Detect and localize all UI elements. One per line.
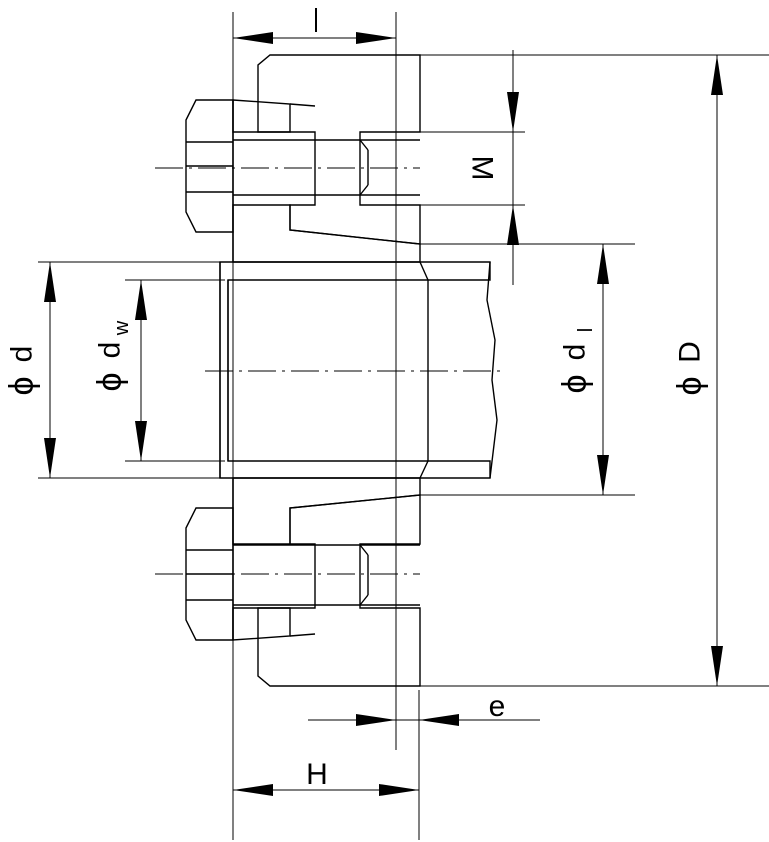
- dim-H: H: [233, 758, 419, 796]
- label-D: D: [674, 341, 707, 363]
- label-e: e: [489, 690, 506, 723]
- label-phi-d: ϕ: [3, 376, 41, 395]
- dim-D: ϕ D: [671, 55, 723, 686]
- label-dw-sub: w: [111, 320, 133, 336]
- label-d: d: [6, 346, 39, 363]
- label-H: H: [306, 758, 328, 791]
- label-phi-d1: ϕ: [556, 374, 594, 393]
- dim-d1: ϕ d l: [556, 244, 609, 495]
- label-phi-dw: ϕ: [91, 372, 129, 391]
- dim-l: [233, 8, 396, 44]
- inner-ring-lower: [232, 477, 421, 641]
- dim-e: e: [308, 690, 540, 726]
- dim-dw: ϕ d w: [91, 280, 147, 461]
- label-M: M: [466, 156, 499, 181]
- bolt-upper: [155, 99, 420, 233]
- label-phi-D: ϕ: [671, 376, 709, 395]
- dim-d: ϕ d: [3, 262, 56, 478]
- outer-ring-lower: [257, 494, 421, 687]
- hollow-shaft: [219, 261, 498, 479]
- dim-M: M: [466, 50, 519, 285]
- bolt-lower: [155, 507, 420, 641]
- inner-ring-upper: [232, 99, 421, 263]
- extension-lines: [38, 12, 769, 840]
- label-d1-sub: l: [575, 328, 597, 332]
- label-dw: d: [94, 342, 127, 359]
- label-d1: d: [559, 344, 592, 361]
